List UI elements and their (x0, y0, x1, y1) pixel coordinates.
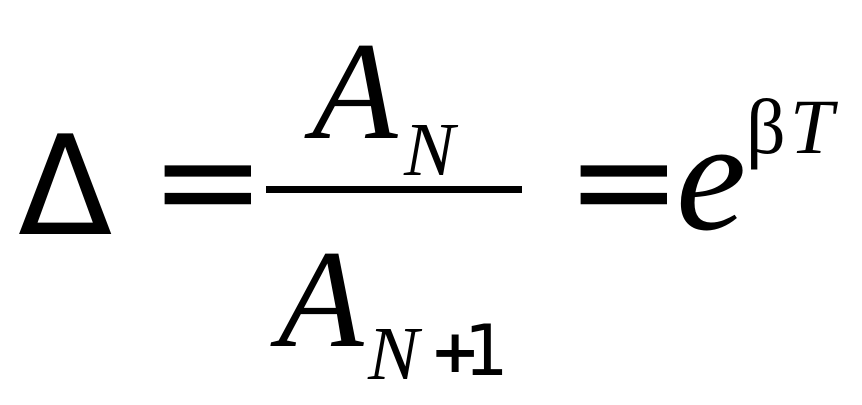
delta-symbol: Δ (18, 106, 113, 267)
denominator-subscript-variable: N (368, 312, 419, 396)
equals-sign-1: = (150, 100, 266, 261)
exponent-t: T (790, 83, 834, 170)
denominator-base: A (278, 222, 364, 377)
exponent-beta: β (746, 83, 786, 170)
denominator-subscript-one: 1 (464, 310, 509, 392)
denominator-subscript-plus: + (430, 317, 481, 387)
equals-sign-2: = (566, 100, 682, 261)
fraction-bar (266, 186, 522, 193)
numerator-base: A (312, 14, 398, 169)
exponential-base: e (676, 89, 747, 264)
numerator-subscript: N (404, 108, 455, 192)
